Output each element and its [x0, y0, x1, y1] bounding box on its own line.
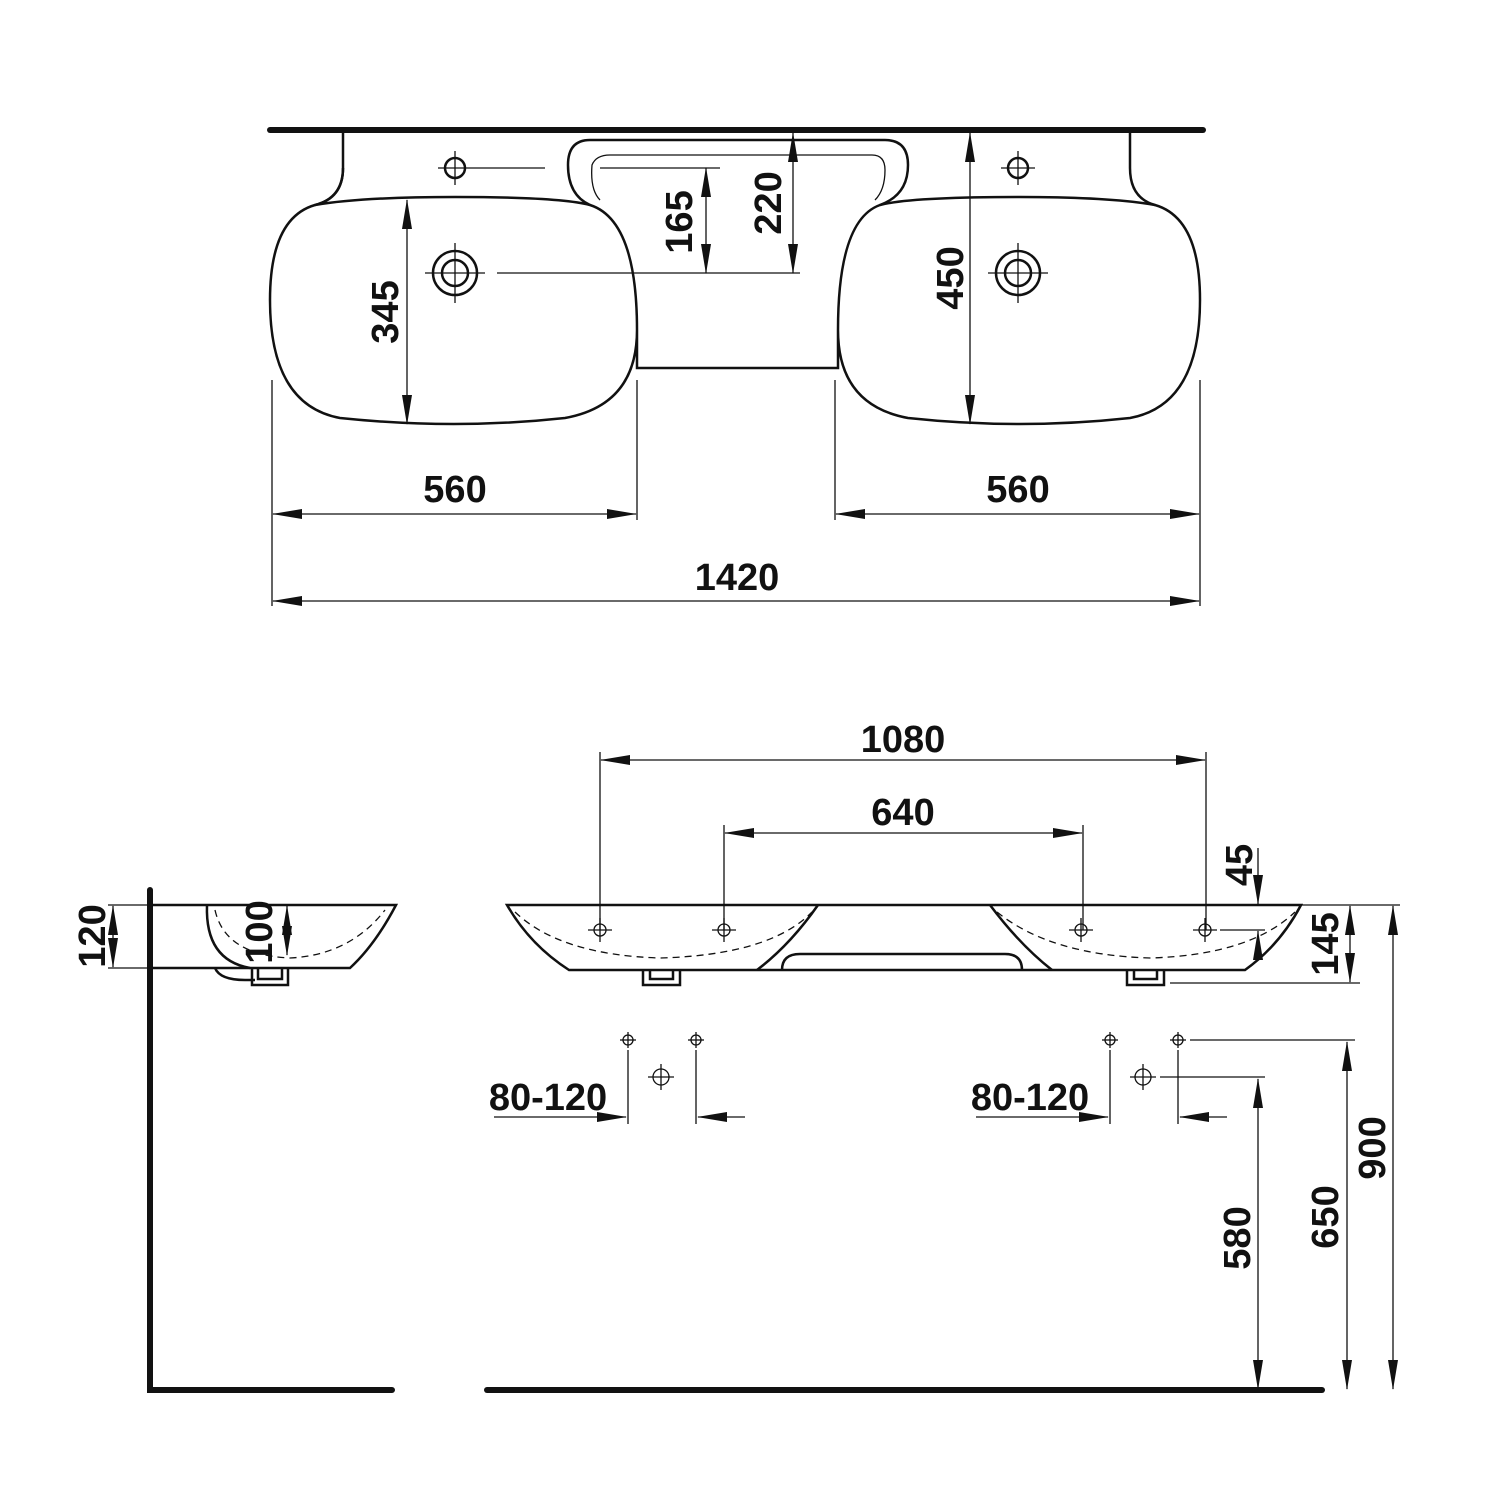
right-fixing-hole-icon-1 [1102, 1032, 1118, 1048]
centre-shelf-outline [566, 138, 910, 207]
front-left-bowl [756, 904, 820, 971]
plan-outline [268, 133, 1202, 426]
dim-label-45: 45 [1219, 844, 1261, 886]
left-tap-hole-icon [438, 151, 472, 185]
left-waste-position-icon [648, 1064, 674, 1090]
dim-label-80-120-left: 80-120 [489, 1077, 607, 1119]
dim-label-1420: 1420 [695, 557, 780, 599]
front-right-bowl [989, 904, 1053, 971]
dim-label-220: 220 [748, 171, 790, 234]
front-right-waste-spigot [1125, 970, 1166, 987]
front-view: 1080 640 45 145 80-120 [484, 719, 1400, 1393]
dim-label-640: 640 [871, 792, 934, 834]
front-tap-hole-icon-4 [1193, 918, 1217, 942]
right-waste-outlet-icon [988, 243, 1048, 303]
left-waste-outlet-icon [425, 243, 485, 303]
left-fixing-hole-icon-2 [688, 1032, 704, 1048]
front-left-waste-spigot [641, 970, 682, 987]
dim-label-650: 650 [1305, 1185, 1347, 1248]
side-waste-spigot [213, 967, 290, 987]
dim-label-580: 580 [1217, 1206, 1259, 1269]
side-bowl-inner [214, 909, 386, 959]
plan-view: 345 165 220 450 560 560 1420 [267, 127, 1206, 606]
dim-label-145: 145 [1305, 912, 1347, 975]
dim-label-900: 900 [1352, 1116, 1394, 1179]
front-centre-shelf [780, 952, 1024, 971]
right-tap-hole-icon [1001, 151, 1035, 185]
right-fixing-hole-icon-2 [1170, 1032, 1186, 1048]
left-fixing-hole-icon-1 [620, 1032, 636, 1048]
side-bowl-curve [205, 904, 251, 970]
front-left-bowl-inner [514, 911, 813, 959]
dim-label-345: 345 [365, 280, 407, 343]
dim-label-100: 100 [239, 900, 281, 963]
right-waste-position-icon [1130, 1064, 1156, 1090]
front-basin-outline [504, 903, 1304, 972]
dim-label-120: 120 [72, 904, 114, 967]
dim-label-560-right: 560 [986, 469, 1049, 511]
front-tap-hole-icon-3 [1069, 918, 1093, 942]
left-bowl-rim [314, 167, 639, 331]
dim-label-1080: 1080 [861, 719, 946, 761]
side-view: 120 100 [72, 887, 399, 1393]
side-wall-and-floor [147, 887, 395, 1393]
dim-label-560-left: 560 [423, 469, 486, 511]
side-basin-outline [152, 903, 399, 970]
dim-label-80-120-right: 80-120 [971, 1077, 1089, 1119]
centre-shelf-inner [591, 154, 886, 201]
dim-label-450: 450 [930, 246, 972, 309]
dim-label-165: 165 [659, 190, 701, 253]
front-right-bowl-inner [996, 911, 1296, 959]
right-bowl-rim [836, 195, 1156, 331]
